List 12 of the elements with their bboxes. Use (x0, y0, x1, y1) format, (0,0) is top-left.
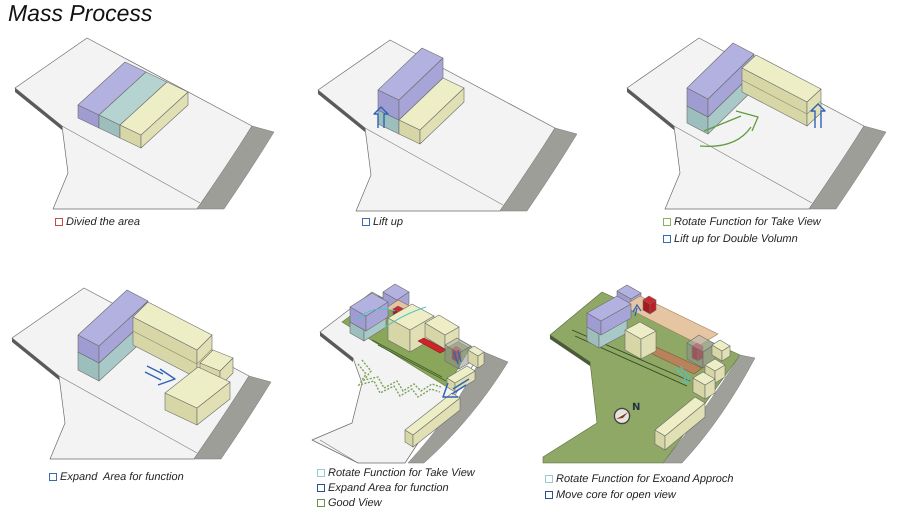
legend-label: Move core for open view (556, 488, 676, 502)
legend-label: Expand Area for function (60, 470, 184, 484)
legend-label: Rotate Function for Exoand Approch (556, 472, 734, 486)
legend-label: Lift up for Double Volumn (674, 232, 798, 246)
legend-label: Divied the area (66, 216, 140, 228)
north-label: N (632, 402, 640, 413)
legend-label: Rotate Function for Take View (674, 216, 821, 228)
legend-label: Rotate Function for Take View (328, 466, 475, 480)
legend-label: Lift up (373, 216, 403, 228)
diagram-title: Mass Process (8, 0, 152, 26)
legend-label: Good View (328, 496, 382, 510)
legend-label: Expand Area for function (328, 482, 449, 494)
